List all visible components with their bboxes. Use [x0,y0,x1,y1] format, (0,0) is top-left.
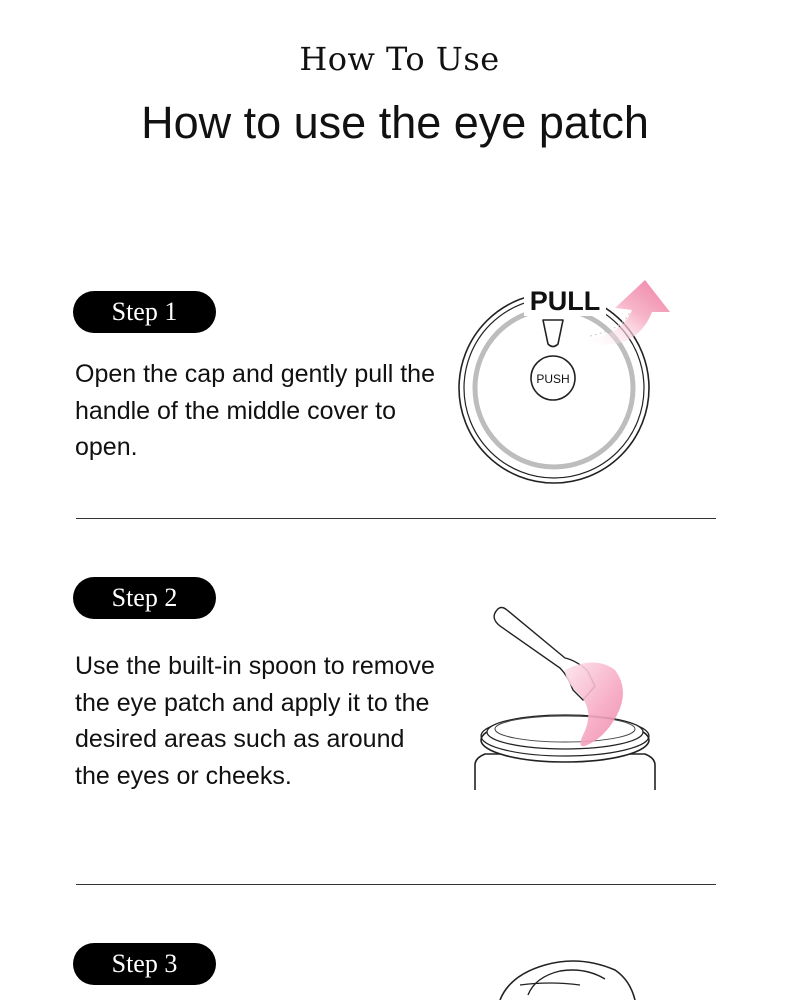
jar-lid-pull-icon: PULL PUSH [458,280,670,484]
face-outline-icon [499,960,636,1000]
spoon-eye-patch-icon [474,606,656,790]
step-2-badge: Step 2 [73,577,216,619]
pull-label: PULL [530,286,601,316]
page-eyebrow: How To Use [299,40,500,78]
step-divider [76,518,716,519]
step-2-description: Use the built-in spoon to remove the eye… [75,652,435,790]
push-label: PUSH [536,372,569,386]
step-1-badge: Step 1 [73,291,216,333]
pull-arrow [582,280,670,345]
step-1-description: Open the cap and gently pull the handle … [75,360,435,461]
step-divider [76,884,716,885]
eye-patch [565,662,624,747]
push-button [530,355,576,401]
page-title: How to use the eye patch [141,97,649,148]
step-3-badge: Step 3 [73,943,216,985]
jar-body [474,765,656,790]
pull-handle [542,319,564,348]
